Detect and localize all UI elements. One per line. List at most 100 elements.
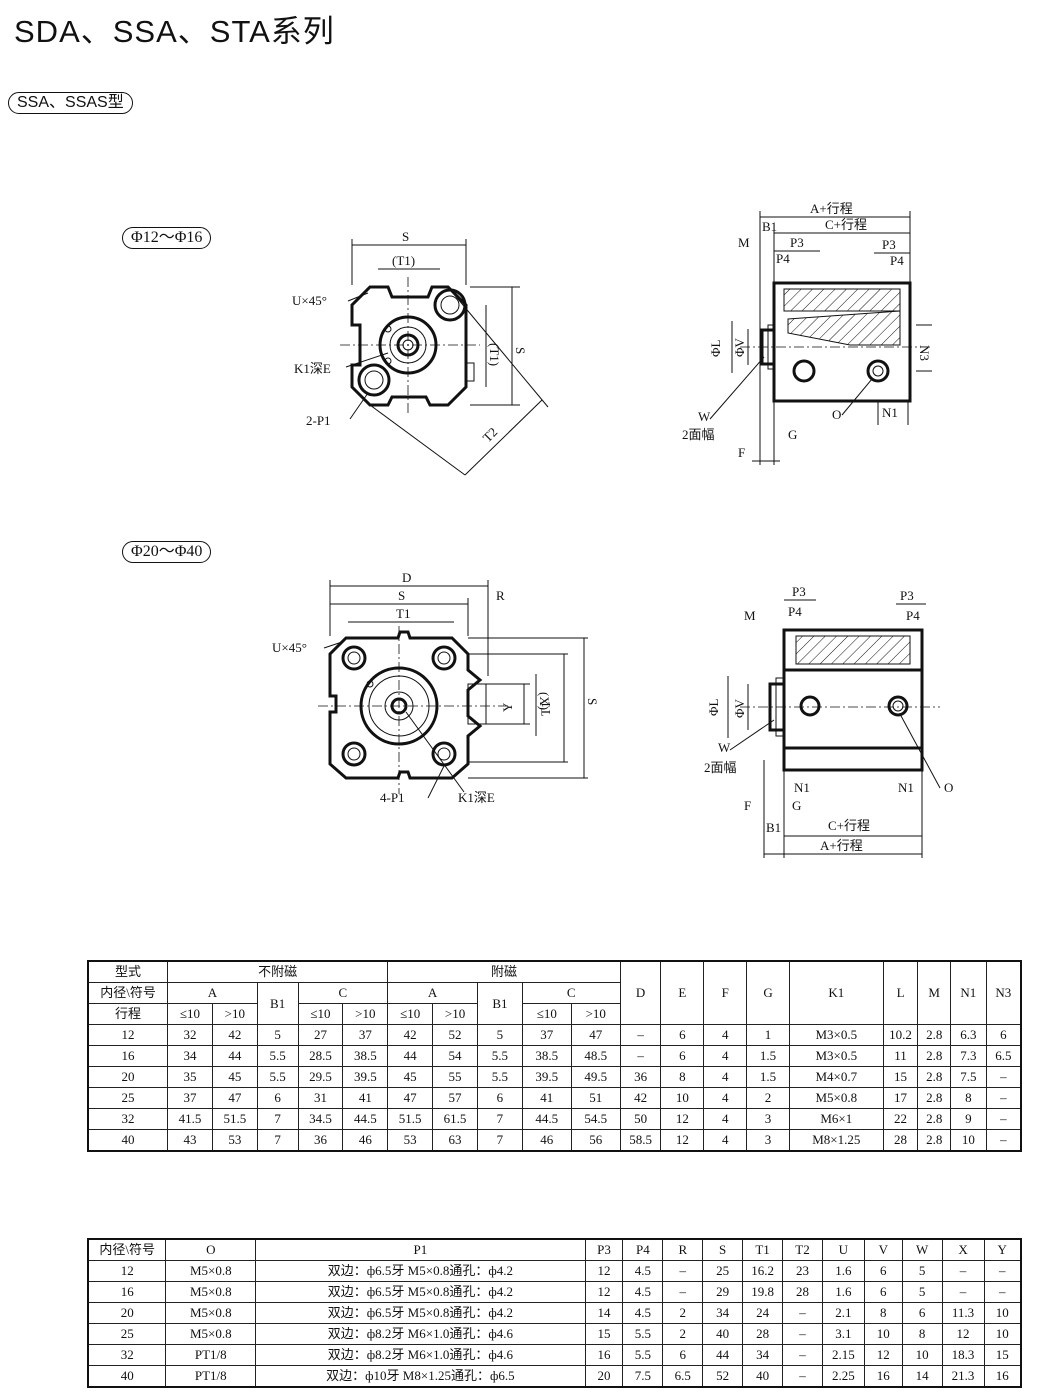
dim-s-large-side-label: S [585, 698, 600, 705]
table-cell: 16.2 [742, 1260, 784, 1282]
table-cell: M5×0.8 [165, 1323, 257, 1345]
table-header-cell: O [165, 1238, 257, 1261]
table-cell: 54 [432, 1045, 478, 1067]
table-cell: 38.5 [521, 1045, 572, 1067]
table-cell: 14 [584, 1302, 624, 1324]
table-header-cell: 内径\符号 [87, 1238, 167, 1261]
table-cell: 28 [742, 1323, 784, 1345]
side-view-large: P3 P4 P3 P4 M ΦL ΦV W 2面幅 N1 N1 O F G B1… [704, 584, 953, 858]
table-cell: 40 [742, 1365, 784, 1388]
dim-t1-side-label: (T1) [487, 343, 502, 366]
table-cell: 1 [746, 1024, 790, 1046]
table-cell: 18.3 [941, 1344, 985, 1366]
table-header-cell: P1 [255, 1238, 586, 1261]
header-model: 型式 [87, 960, 169, 983]
table-cell: 25 [702, 1260, 744, 1282]
dim-p4a-large-label: P4 [788, 604, 802, 619]
table-cell: 7.5 [950, 1066, 987, 1088]
table-cell: 1.5 [746, 1045, 790, 1067]
table-cell: – [619, 1024, 662, 1046]
table-cell: 29 [702, 1281, 744, 1303]
header-stroke: 行程 [87, 1003, 169, 1025]
table-cell: 51.5 [387, 1108, 434, 1130]
header-k1: K1 [788, 960, 884, 1025]
dim-s-label: S [402, 229, 409, 244]
table-cell: – [782, 1302, 823, 1324]
callout-p1-label: 2-P1 [306, 413, 331, 428]
table-cell: 51.5 [211, 1108, 258, 1130]
table-cell: 40 [702, 1323, 744, 1345]
table-cell: – [985, 1108, 1022, 1130]
dim-r-label: R [496, 588, 505, 603]
table-header-cell: U [821, 1238, 865, 1261]
table-cell: 双边：ф10牙 M8×1.25通孔：ф6.5 [255, 1365, 586, 1388]
table-cell: 6 [662, 1344, 704, 1366]
table-cell: 25 [87, 1087, 169, 1109]
table-cell: 12 [660, 1129, 705, 1152]
table-cell: 39.5 [521, 1066, 572, 1088]
table-cell: 5 [256, 1024, 299, 1046]
table-cell: 12 [87, 1260, 167, 1282]
table-cell: 2.8 [917, 1087, 951, 1109]
header-l: L [882, 960, 919, 1025]
table-cell: 58.5 [619, 1129, 662, 1152]
table-cell: 12 [863, 1344, 903, 1366]
table-cell: 49.5 [570, 1066, 621, 1088]
table-cell: 39.5 [342, 1066, 389, 1088]
table-cell: 45 [211, 1066, 258, 1088]
table-cell: 5.5 [622, 1323, 664, 1345]
header-g: G [746, 960, 790, 1025]
table-cell: 43 [167, 1129, 213, 1152]
dim-p4a-label: P4 [776, 251, 790, 266]
table-cell: 双边：ф6.5牙 M5×0.8通孔：ф4.2 [255, 1281, 586, 1303]
header-gt10: >10 [342, 1003, 389, 1025]
front-view-small: S (T1) S (T1) T2 U×45° K1深E 2-P1 [292, 229, 549, 476]
table-cell: 44 [211, 1045, 258, 1067]
table-header-cell: X [941, 1238, 985, 1261]
header-gt10: >10 [211, 1003, 258, 1025]
side-view-small: A+行程 C+行程 B1 M P3 P4 P3 P4 ΦL ΦV N3 W 2面… [682, 201, 932, 465]
header-c: C [297, 982, 389, 1004]
table-cell: 8 [863, 1302, 903, 1324]
dim-b1-label: B1 [762, 219, 777, 234]
table-cell: 55 [432, 1066, 478, 1088]
table-header-cell: S [702, 1238, 744, 1261]
table-cell: 52 [432, 1024, 478, 1046]
table-header-cell: T2 [782, 1238, 823, 1261]
header-nomag: 不附磁 [167, 960, 389, 983]
dim-v-label: ΦV [732, 337, 747, 357]
table-cell: 双边：ф6.5牙 M5×0.8通孔：ф4.2 [255, 1302, 586, 1324]
header-a: A [167, 982, 258, 1004]
table-cell: 15 [882, 1066, 919, 1088]
header-f: F [703, 960, 748, 1025]
table-cell: 6 [985, 1024, 1022, 1046]
table-cell: 2.8 [917, 1129, 951, 1152]
header-le10: ≤10 [167, 1003, 213, 1025]
table-header-cell: R [662, 1238, 704, 1261]
table-cell: – [782, 1365, 823, 1388]
table-cell: – [941, 1260, 985, 1282]
header-bore: 内径\符号 [87, 982, 169, 1004]
dim-n3-label: N3 [917, 345, 932, 361]
dim-d-label: D [402, 570, 411, 585]
table-cell: M3×0.5 [788, 1024, 884, 1046]
table-cell: 61.5 [432, 1108, 478, 1130]
dim-b1-large-label: B1 [766, 820, 781, 835]
dim-g-label: G [788, 427, 797, 442]
table-cell: 7 [476, 1108, 523, 1130]
table-cell: 6 [476, 1087, 523, 1109]
dim-t2-label: T2 [480, 424, 501, 445]
table-cell: 41.5 [167, 1108, 213, 1130]
table-cell: 34 [742, 1344, 784, 1366]
dim-v-large-label: ΦV [732, 698, 747, 718]
header-le10: ≤10 [521, 1003, 572, 1025]
table-cell: 双边：ф6.5牙 M5×0.8通孔：ф4.2 [255, 1260, 586, 1282]
table-cell: 47 [570, 1024, 621, 1046]
table-cell: 15 [983, 1344, 1022, 1366]
table-cell: 32 [167, 1024, 213, 1046]
